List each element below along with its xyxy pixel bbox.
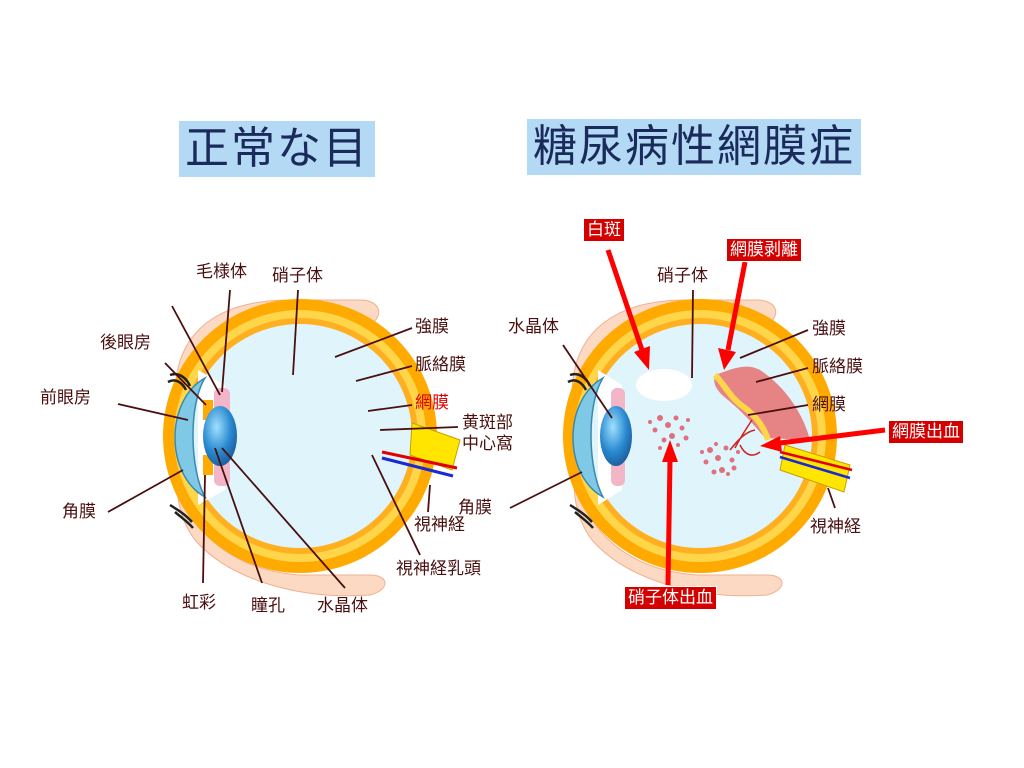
label-lens: 水晶体 (317, 596, 368, 616)
label-dr-vitreous: 硝子体 (657, 266, 708, 286)
normal-lower-eyelash (169, 503, 194, 529)
label-ciliary-body: 毛様体 (196, 262, 247, 282)
label-soft-exudate: 白斑 (583, 218, 625, 242)
dr-cornea (572, 375, 606, 499)
label-posterior-chamber: 後眼房 (100, 333, 151, 353)
label-choroid: 脈絡膜 (415, 355, 466, 375)
label-retina: 網膜 (415, 393, 449, 413)
dr-vitreous-hemorrhage (648, 415, 690, 450)
dr-new-vessels (729, 419, 761, 456)
dr-lower-eyelash (569, 503, 594, 529)
normal-lens (203, 406, 237, 466)
dr-retinal-hemorrhage (700, 442, 740, 476)
dr-red-arrows (605, 249, 886, 586)
label-dr-sclera: 強膜 (812, 319, 846, 339)
dr-lens (600, 406, 632, 466)
dr-retinal-detachment (714, 366, 810, 440)
dr-optic-artery (779, 450, 853, 472)
label-dr-choroid: 脈絡膜 (812, 357, 863, 377)
normal-upper-eyelash (167, 372, 192, 391)
dr-optic-vein (779, 455, 851, 480)
dr-lower-eyelid-skin (573, 469, 783, 597)
label-cornea: 角膜 (62, 502, 96, 522)
dr-soft-exudate (636, 369, 692, 401)
label-retinal-hemorrhage: 網膜出血 (888, 420, 964, 444)
dr-detachment-edge (712, 372, 771, 441)
label-anterior-chamber: 前眼房 (40, 388, 91, 408)
label-optic-nerve: 視神経 (414, 515, 465, 535)
label-sclera: 強膜 (415, 317, 449, 337)
normal-optic-artery (381, 450, 458, 470)
label-macula: 黄斑部 (462, 413, 513, 433)
label-vitreous: 硝子体 (272, 266, 323, 286)
dr-leader-lines (509, 289, 836, 509)
label-dr-cornea: 角膜 (458, 498, 492, 518)
normal-optic-vein (381, 456, 454, 478)
normal-iris-upper (203, 400, 213, 420)
title-normal-eye: 正常な目 (179, 121, 375, 177)
label-fovea: 中心窩 (462, 434, 513, 454)
label-dr-retina: 網膜 (812, 395, 846, 415)
label-dr-optic-nerve: 視神経 (810, 517, 861, 537)
normal-iris-lower (203, 455, 213, 475)
title-diabetic-retinopathy: 糖尿病性網膜症 (527, 119, 861, 175)
normal-vitreous (188, 324, 412, 548)
normal-eye-illustration (107, 289, 461, 597)
label-retinal-detachment: 網膜剥離 (726, 238, 802, 262)
diabetic-eye-illustration (509, 249, 886, 597)
label-optic-disc: 視神経乳頭 (396, 559, 481, 579)
label-iris: 虹彩 (182, 593, 216, 613)
label-pupil: 瞳孔 (251, 596, 285, 616)
label-vitreous-hemorrhage: 硝子体出血 (624, 586, 717, 610)
label-dr-lens: 水晶体 (508, 317, 559, 337)
normal-optic-nerve (409, 422, 461, 471)
normal-leader-lines (107, 289, 459, 589)
